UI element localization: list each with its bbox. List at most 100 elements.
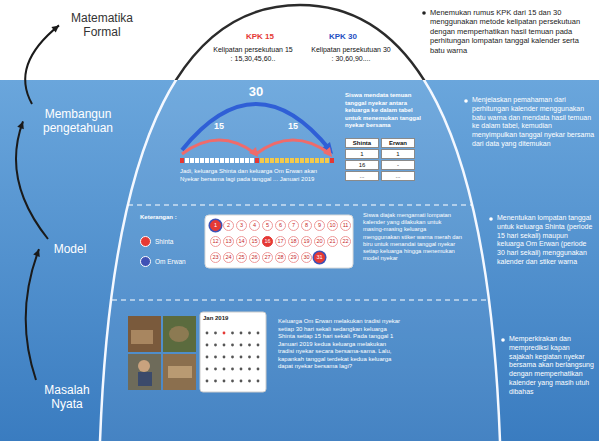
number-line-cell <box>270 158 274 163</box>
calendar-date: 2 <box>223 220 234 231</box>
bullet-text: Memperkirakan dan memprediksi kapan saja… <box>509 335 595 396</box>
calendar-dot <box>248 344 251 347</box>
photo-detail <box>138 372 152 386</box>
jump-number: 15 <box>207 121 231 132</box>
level-label: Membangun pengetahuan <box>26 106 130 137</box>
arrow-head <box>33 249 40 257</box>
number-line-cell <box>315 158 319 163</box>
arrow-head <box>323 147 332 157</box>
number-line-cell <box>245 158 249 163</box>
calendar-date: 9 <box>314 220 325 231</box>
number-line-cell <box>195 158 199 163</box>
level-title: Membangun pengetahuan <box>28 107 128 136</box>
jump-arc <box>182 140 256 154</box>
number-line-cell <box>215 158 219 163</box>
level-title: Masalah Nyata <box>32 383 102 412</box>
calendar-date: 14 <box>236 236 247 247</box>
calendar-dot <box>248 332 251 335</box>
number-line-cell <box>275 158 279 163</box>
calendar-date: 28 <box>275 252 286 263</box>
table-cell: Erwan <box>381 138 415 148</box>
level-label: Matematika Formal <box>62 10 142 41</box>
number-line-cell <box>205 158 209 163</box>
number-line-cell <box>190 158 194 163</box>
number-line-cell <box>185 158 189 163</box>
legend-swatch <box>140 236 151 247</box>
number-line-cell <box>310 158 314 163</box>
photo <box>163 316 196 352</box>
calendar-date: 13 <box>223 236 234 247</box>
number-line-cell <box>285 158 289 163</box>
calendar-date: 18 <box>288 236 299 247</box>
arrow-line <box>26 249 39 380</box>
jump-number: 30 <box>241 84 271 100</box>
calendar-date: 10 <box>327 220 338 231</box>
arrow-line <box>25 25 59 104</box>
calendar-date: 6 <box>275 220 286 231</box>
problem-text: Keluarga Om Erwan melakukan tradisi nyek… <box>278 318 403 371</box>
bullet-dot <box>489 217 493 221</box>
photo-detail <box>131 330 153 344</box>
note-text: Siswa diajak mengamati lompatan kalender… <box>363 212 463 263</box>
multiples-text: Kelipatan persekutuan 30 : 30,60,90.... <box>310 46 392 64</box>
number-line-cell <box>300 158 304 163</box>
arch-outline <box>100 80 500 441</box>
bullet-text: Menjelaskan pemahaman dari perhitungan k… <box>472 96 595 149</box>
calendar-dot <box>214 368 217 371</box>
table-cell: - <box>381 160 415 170</box>
legend-text: Shinta <box>155 238 173 245</box>
table-cell: 1 <box>345 149 379 159</box>
number-line-cell <box>240 158 244 163</box>
legend-item: Om Erwan <box>140 251 186 271</box>
legend-item: Shinta <box>140 231 173 251</box>
calendar-dot <box>257 344 260 347</box>
number-line-cell <box>255 158 259 163</box>
calendar-dot <box>248 356 251 359</box>
calendar-dot <box>223 356 226 359</box>
calendar-dot <box>214 380 217 383</box>
number-line-cell <box>210 158 214 163</box>
number-line-cell <box>290 158 294 163</box>
curved-arrow <box>26 249 40 380</box>
number-line-cell <box>295 158 299 163</box>
calendar-dot <box>240 380 243 383</box>
calendar-dot <box>223 380 226 383</box>
table-cell: ... <box>345 171 379 181</box>
calendar-dot <box>248 368 251 371</box>
number-line-cell <box>260 158 264 163</box>
calendar-photo <box>200 312 266 392</box>
bullet-dot <box>464 99 468 103</box>
number-line-cell <box>280 158 284 163</box>
calendar-date: 4 <box>249 220 260 231</box>
calendar-dot <box>240 332 243 335</box>
number-line <box>180 158 334 163</box>
calendar-dot <box>231 344 234 347</box>
number-line-cell <box>325 158 329 163</box>
photo-detail <box>138 360 150 372</box>
calendar-dots <box>206 332 260 383</box>
calendar-date: 22 <box>340 236 351 247</box>
table-cell: 1 <box>381 149 415 159</box>
calendar-date: 8 <box>301 220 312 231</box>
calendar-date: 24 <box>223 252 234 263</box>
calendar-date: 29 <box>288 252 299 263</box>
bullet-dot <box>422 11 426 15</box>
number-line-cell <box>250 158 254 163</box>
calendar-dot <box>257 368 260 371</box>
table-cell: ... <box>381 171 415 181</box>
calendar-date: 11 <box>340 220 351 231</box>
photo <box>163 354 196 390</box>
calendar-date: 30 <box>301 252 312 263</box>
number-line-cell <box>225 158 229 163</box>
dashed-divider <box>112 299 488 300</box>
calendar-dot <box>240 368 243 371</box>
number-line-cell <box>230 158 234 163</box>
number-line-cell <box>305 158 309 163</box>
level-label: Masalah Nyata <box>30 382 104 413</box>
number-line-cell <box>180 158 184 163</box>
number-line-cell <box>220 158 224 163</box>
calendar-month: Jan 2019 <box>203 315 253 323</box>
calendar-dot <box>214 356 217 359</box>
calendar-dot <box>223 332 226 335</box>
